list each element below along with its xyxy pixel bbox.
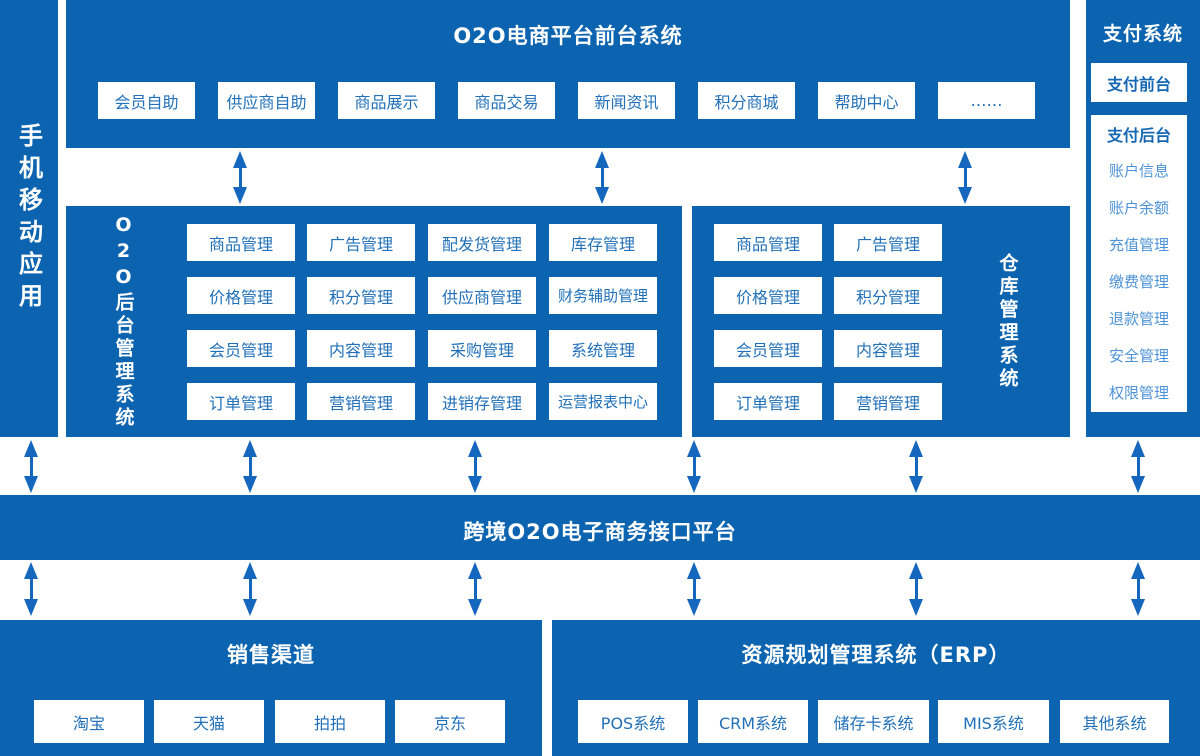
front-module: 帮助中心 <box>818 82 915 119</box>
payment-system-panel: 支付系统 支付前台 支付后台 账户信息 账户余额 充值管理 缴费管理 退款管理 … <box>1086 0 1200 437</box>
warehouse-module: 商品管理 <box>714 224 822 261</box>
double-arrow-icon <box>1131 440 1145 493</box>
sales-channel: 天猫 <box>154 700 264 743</box>
backend-module: 财务辅助管理 <box>549 277 657 314</box>
double-arrow-icon <box>909 562 923 616</box>
sales-channels-panel: 销售渠道 淘宝 天猫 拍拍 京东 <box>0 620 542 756</box>
payment-item: 权限管理 <box>1108 384 1169 402</box>
double-arrow-icon <box>468 562 482 616</box>
front-module-more: …… <box>938 82 1035 119</box>
double-arrow-icon <box>468 440 482 493</box>
erp-module: CRM系统 <box>698 700 808 743</box>
interface-platform-title: 跨境O2O电子商务接口平台 <box>463 520 737 544</box>
warehouse-system-label: 仓库管理系统 <box>996 252 1019 391</box>
payment-item: 缴费管理 <box>1108 273 1169 291</box>
payment-item: 账户信息 <box>1108 162 1169 180</box>
payment-item: 安全管理 <box>1108 347 1169 365</box>
backend-module: 配发货管理 <box>428 224 536 261</box>
double-arrow-icon <box>243 440 257 493</box>
backend-module: 会员管理 <box>187 330 295 367</box>
warehouse-module: 订单管理 <box>714 383 822 420</box>
interface-platform-band: 跨境O2O电子商务接口平台 <box>0 495 1200 560</box>
warehouse-module: 会员管理 <box>714 330 822 367</box>
payment-item: 账户余额 <box>1108 199 1169 217</box>
payment-back-label: 支付后台 <box>1106 125 1171 145</box>
front-module: 积分商城 <box>698 82 795 119</box>
backend-module: 系统管理 <box>549 330 657 367</box>
double-arrow-icon <box>909 440 923 493</box>
backend-module: 供应商管理 <box>428 277 536 314</box>
payment-back-node: 支付后台 账户信息 账户余额 充值管理 缴费管理 退款管理 安全管理 权限管理 <box>1091 115 1187 412</box>
backend-system-panel: O2O后台管理系统 商品管理 广告管理 配发货管理 库存管理 价格管理 积分管理… <box>66 206 682 437</box>
double-arrow-icon <box>595 151 609 204</box>
erp-module: MIS系统 <box>938 700 1049 743</box>
mobile-app-label: 手机移动应用 <box>14 122 43 315</box>
warehouse-module: 价格管理 <box>714 277 822 314</box>
backend-module: 内容管理 <box>307 330 415 367</box>
sales-channel: 京东 <box>395 700 505 743</box>
double-arrow-icon <box>687 562 701 616</box>
backend-module: 商品管理 <box>187 224 295 261</box>
payment-front-node: 支付前台 <box>1091 63 1187 102</box>
double-arrow-icon <box>243 562 257 616</box>
double-arrow-icon <box>1131 562 1145 616</box>
erp-system-title: 资源规划管理系统（ERP） <box>741 643 1011 667</box>
payment-item: 退款管理 <box>1108 310 1169 328</box>
mobile-app-bar: 手机移动应用 <box>0 0 58 437</box>
double-arrow-icon <box>24 440 38 493</box>
backend-module: 价格管理 <box>187 277 295 314</box>
erp-system-panel: 资源规划管理系统（ERP） POS系统 CRM系统 储存卡系统 MIS系统 其他… <box>552 620 1200 756</box>
backend-module: 进销存管理 <box>428 383 536 420</box>
payment-item: 充值管理 <box>1108 236 1169 254</box>
double-arrow-icon <box>958 151 972 204</box>
warehouse-system-panel: 仓库管理系统 商品管理 广告管理 价格管理 积分管理 会员管理 内容管理 订单管… <box>692 206 1070 437</box>
sales-channel: 淘宝 <box>34 700 144 743</box>
backend-module: 营销管理 <box>307 383 415 420</box>
erp-module: 其他系统 <box>1060 700 1169 743</box>
sales-channels-title: 销售渠道 <box>227 643 315 667</box>
front-system-title: O2O电商平台前台系统 <box>453 24 683 48</box>
double-arrow-icon <box>687 440 701 493</box>
front-module: 供应商自助 <box>218 82 315 119</box>
sales-channel: 拍拍 <box>275 700 385 743</box>
front-module: 商品交易 <box>458 82 555 119</box>
backend-module: 积分管理 <box>307 277 415 314</box>
double-arrow-icon <box>233 151 247 204</box>
warehouse-module: 营销管理 <box>834 383 942 420</box>
warehouse-module: 广告管理 <box>834 224 942 261</box>
front-module: 会员自助 <box>98 82 195 119</box>
erp-module: POS系统 <box>578 700 688 743</box>
backend-module: 运营报表中心 <box>549 383 657 420</box>
payment-front-label: 支付前台 <box>1106 74 1171 94</box>
backend-module: 订单管理 <box>187 383 295 420</box>
front-module: 新闻资讯 <box>578 82 675 119</box>
backend-module: 采购管理 <box>428 330 536 367</box>
warehouse-module: 内容管理 <box>834 330 942 367</box>
backend-module: 广告管理 <box>307 224 415 261</box>
double-arrow-icon <box>24 562 38 616</box>
erp-module: 储存卡系统 <box>818 700 929 743</box>
warehouse-module: 积分管理 <box>834 277 942 314</box>
backend-module: 库存管理 <box>549 224 657 261</box>
payment-system-title: 支付系统 <box>1102 23 1183 45</box>
backend-system-label: O2O后台管理系统 <box>112 213 135 430</box>
front-system-panel: O2O电商平台前台系统 会员自助 供应商自助 商品展示 商品交易 新闻资讯 积分… <box>66 0 1070 148</box>
front-module: 商品展示 <box>338 82 435 119</box>
